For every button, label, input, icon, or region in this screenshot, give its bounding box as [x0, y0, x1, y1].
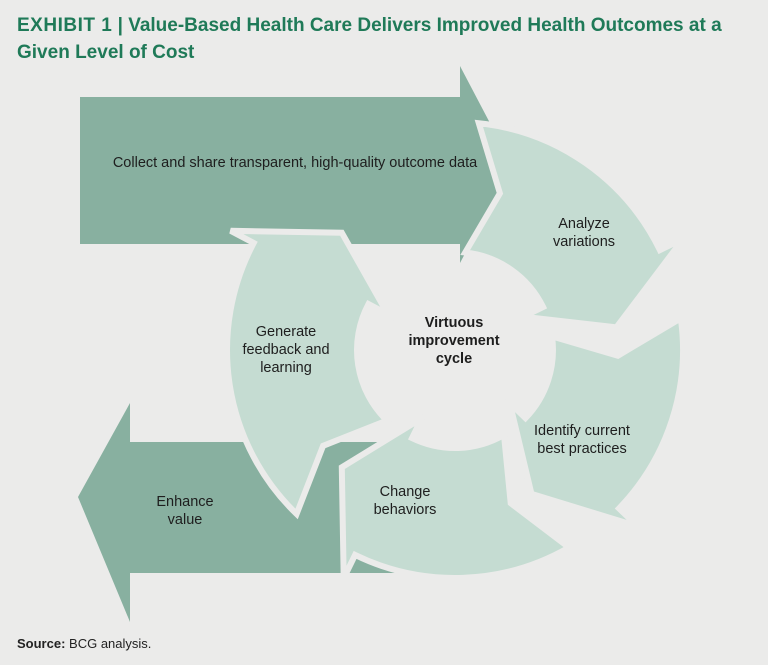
cycle-arrow-identify	[504, 313, 686, 530]
step-analyze-variations: Analyze variations	[552, 216, 616, 250]
cycle-arrow-change	[338, 410, 575, 581]
source-text: BCG analysis.	[69, 636, 152, 651]
title-text: Value-Based Health Care Delivers Improve…	[17, 15, 722, 63]
source-note: Source: BCG analysis.	[17, 636, 151, 651]
page-title: EXHIBIT 1 | Value-Based Health Care Deli…	[17, 12, 757, 66]
enhance-value-arrow	[78, 403, 420, 622]
step-generate-feedback: Generate feedback and learning	[242, 324, 330, 376]
cycle-arrow-analyze	[460, 119, 686, 331]
step-change-behaviors: Change behaviors	[373, 484, 437, 518]
source-label: Source:	[17, 636, 66, 651]
exhibit-number: EXHIBIT 1	[17, 15, 113, 36]
center-label: Virtuous improvement cycle	[408, 315, 500, 367]
enhance-value-label: Enhance value	[156, 494, 214, 528]
title-separator: |	[117, 15, 123, 36]
collect-data-arrow	[80, 66, 512, 263]
step-identify-best-practices: Identify current best practices	[534, 423, 630, 457]
collect-data-label: Collect and share transparent, high-qual…	[112, 155, 478, 171]
cycle-arrow-generate	[224, 227, 396, 520]
